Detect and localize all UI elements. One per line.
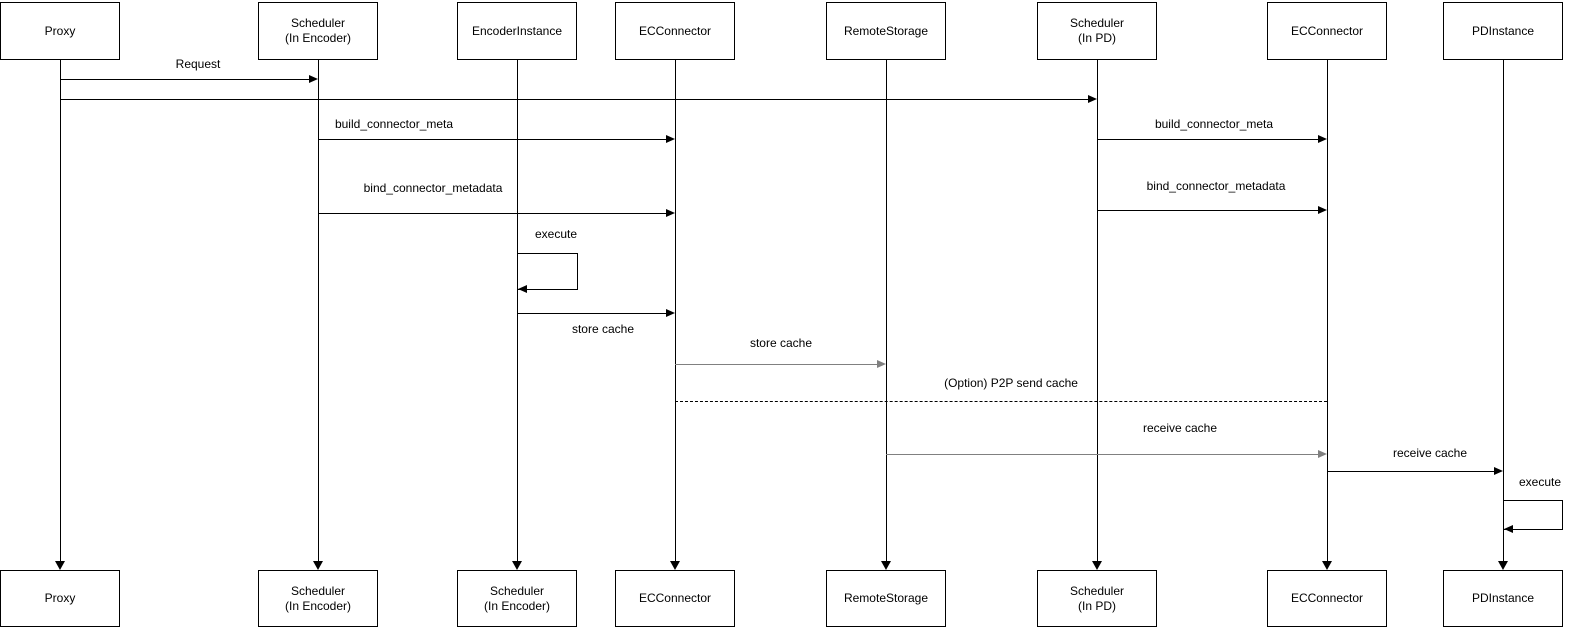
lifeline-scheduler-in-encoder [318,60,319,561]
actor-bottom-box-scheduler-in-encoder: Scheduler (In Encoder) [258,570,378,627]
actor-top-box-pd-instance: PDInstance [1443,2,1563,60]
actor-bottom-label-pd-instance: PDInstance [1471,591,1535,605]
actor-top-label-ec-connector-pd: ECConnector [1290,23,1364,38]
message-line-forward-request [60,99,1089,100]
actor-bottom-label-scheduler-in-encoder: Scheduler (In Encoder) [284,583,352,613]
lifeline-encoder-instance [517,60,518,561]
message-label-store-cache-connector: store cache [569,322,637,337]
message-label-p2p-send-cache: (Option) P2P send cache [942,376,1080,391]
actor-bottom-box-pd-instance: PDInstance [1443,570,1563,627]
self-loop-execute-encoder [517,253,578,290]
actor-bottom-label-ec-connector-pd: ECConnector [1290,591,1364,605]
lifeline-arrowhead-pd-instance [1498,561,1508,570]
message-label-bind-connector-metadata-enc: bind_connector_metadata [361,181,505,196]
lifeline-ec-connector-pd [1327,60,1328,561]
message-arrowhead-forward-request [1088,95,1097,103]
lifeline-remote-storage [886,60,887,561]
actor-bottom-box-scheduler-in-pd: Scheduler (In PD) [1037,570,1157,627]
lifeline-ec-connector-encoder [675,60,676,561]
actor-bottom-label-encoder-instance: Scheduler (In Encoder) [483,583,551,613]
message-label-request: Request [173,57,223,72]
self-loop-label-execute-encoder: execute [532,227,580,242]
message-label-receive-cache-connector: receive cache [1140,421,1220,436]
self-loop-arrowhead-execute-pd [1504,525,1513,533]
actor-top-label-ec-connector-encoder: ECConnector [638,23,712,38]
message-line-store-cache-connector [517,313,667,314]
lifeline-arrowhead-ec-connector-encoder [670,561,680,570]
actor-top-label-proxy: Proxy [44,23,76,38]
actor-top-box-scheduler-in-encoder: Scheduler (In Encoder) [258,2,378,60]
actor-top-box-proxy: Proxy [0,2,120,60]
message-label-receive-cache-pd: receive cache [1390,446,1470,461]
self-loop-arrowhead-execute-encoder [518,285,527,293]
message-line-build-connector-meta-pd [1097,139,1319,140]
actor-top-box-ec-connector-encoder: ECConnector [615,2,735,60]
actor-bottom-label-remote-storage: RemoteStorage [843,591,929,605]
actor-top-box-ec-connector-pd: ECConnector [1267,2,1387,60]
actor-bottom-label-proxy: Proxy [44,591,76,605]
lifeline-arrowhead-ec-connector-pd [1322,561,1332,570]
message-arrowhead-build-connector-meta-pd [1318,135,1327,143]
message-arrowhead-store-cache-remote [877,360,886,368]
lifeline-arrowhead-scheduler-in-encoder [313,561,323,570]
self-loop-label-execute-pd: execute [1516,475,1564,490]
lifeline-arrowhead-scheduler-in-pd [1092,561,1102,570]
message-label-store-cache-remote: store cache [747,336,815,351]
lifeline-scheduler-in-pd [1097,60,1098,561]
actor-top-label-encoder-instance: EncoderInstance [471,23,563,38]
actor-bottom-label-ec-connector-encoder: ECConnector [638,591,712,605]
message-arrowhead-bind-connector-metadata-enc [666,209,675,217]
message-line-receive-cache-pd [1327,471,1495,472]
actor-top-label-pd-instance: PDInstance [1471,23,1535,38]
message-line-request [60,79,310,80]
actor-bottom-box-ec-connector-encoder: ECConnector [615,570,735,627]
message-label-build-connector-meta-pd: build_connector_meta [1152,117,1276,132]
message-line-bind-connector-metadata-enc [318,213,667,214]
lifeline-proxy [60,60,61,561]
message-label-bind-connector-metadata-pd: bind_connector_metadata [1144,179,1288,194]
lifeline-pd-instance [1503,60,1504,561]
message-line-store-cache-remote [675,364,878,365]
actor-bottom-box-ec-connector-pd: ECConnector [1267,570,1387,627]
message-line-p2p-send-cache [675,401,1327,402]
message-arrowhead-bind-connector-metadata-pd [1318,206,1327,214]
message-arrowhead-build-connector-meta-enc [666,135,675,143]
actor-bottom-box-remote-storage: RemoteStorage [826,570,946,627]
actor-top-box-scheduler-in-pd: Scheduler (In PD) [1037,2,1157,60]
actor-top-label-scheduler-in-encoder: Scheduler (In Encoder) [284,16,352,45]
actor-bottom-box-encoder-instance: Scheduler (In Encoder) [457,570,577,627]
message-line-bind-connector-metadata-pd [1097,210,1319,211]
message-line-build-connector-meta-enc [318,139,667,140]
lifeline-arrowhead-encoder-instance [512,561,522,570]
actor-bottom-label-scheduler-in-pd: Scheduler (In PD) [1069,583,1125,613]
self-loop-execute-pd [1503,500,1563,530]
message-label-build-connector-meta-enc: build_connector_meta [332,117,456,132]
actor-top-label-scheduler-in-pd: Scheduler (In PD) [1069,16,1125,45]
actor-bottom-box-proxy: Proxy [0,570,120,627]
lifeline-arrowhead-proxy [55,561,65,570]
message-arrowhead-store-cache-connector [666,309,675,317]
message-arrowhead-request [309,75,318,83]
lifeline-arrowhead-remote-storage [881,561,891,570]
actor-top-box-encoder-instance: EncoderInstance [457,2,577,60]
actor-top-label-remote-storage: RemoteStorage [843,23,929,38]
message-line-receive-cache-connector [886,454,1319,455]
message-arrowhead-receive-cache-connector [1318,450,1327,458]
actor-top-box-remote-storage: RemoteStorage [826,2,946,60]
message-arrowhead-receive-cache-pd [1494,467,1503,475]
